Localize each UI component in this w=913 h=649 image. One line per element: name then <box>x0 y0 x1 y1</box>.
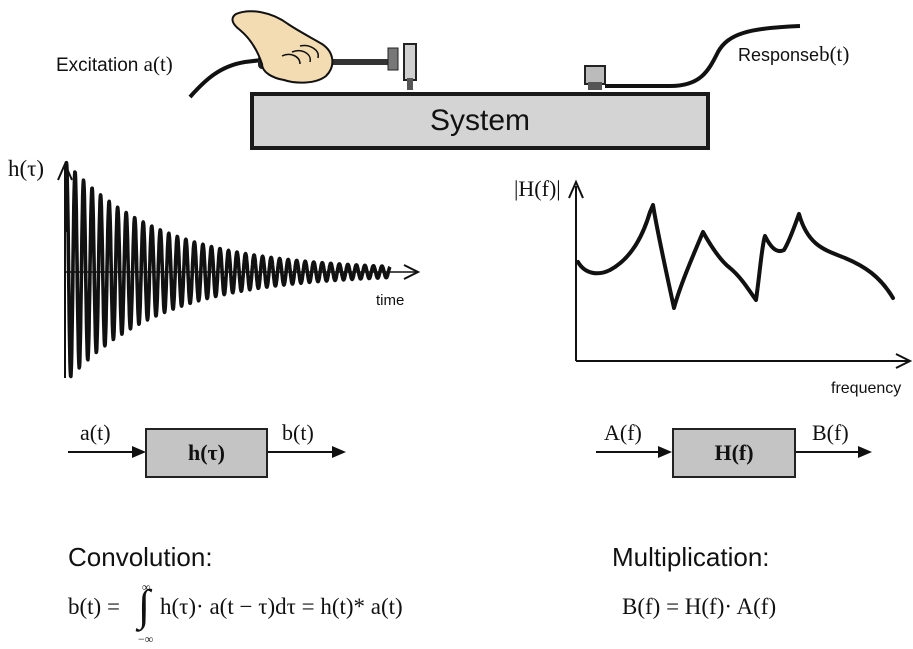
time-block: h(τ) <box>145 428 268 478</box>
multiplication-heading: Multiplication: <box>612 542 770 572</box>
freq-y-label: |H(f)| <box>514 176 561 201</box>
convolution-lhs: b(t) = <box>68 594 120 619</box>
hammer-head <box>387 47 399 71</box>
freq-block-label: H(f) <box>714 440 754 465</box>
magnitude-curve <box>576 203 895 310</box>
time-block-output: b(t) <box>282 420 314 445</box>
excitation-cable <box>188 58 263 99</box>
integral-upper-limit: ∞ <box>142 580 151 594</box>
response-label: Responseb(t) <box>738 42 850 66</box>
convolution-heading: Convolution: <box>68 542 213 572</box>
time-y-label: h(τ) <box>8 156 45 181</box>
time-x-label: time <box>376 292 405 309</box>
freq-block: H(f) <box>672 428 796 478</box>
impulse-response-curve <box>64 160 392 379</box>
excitation-label: Excitation a(t) <box>56 52 173 76</box>
freq-block-input: A(f) <box>604 420 642 445</box>
integral-sign: ∫ <box>138 581 151 630</box>
hand-icon <box>231 10 334 84</box>
time-block-input: a(t) <box>80 420 111 445</box>
integral-lower-limit: −∞ <box>138 632 154 646</box>
time-x-axis-arrow <box>403 264 421 280</box>
system-label: System <box>429 104 531 137</box>
freq-x-axis-arrow <box>895 353 913 369</box>
system-box: System <box>250 92 710 150</box>
freq-y-axis-arrow <box>568 179 584 199</box>
response-cable <box>605 24 801 88</box>
convolution-integrand: h(τ)· a(t − τ)dτ = h(t)* a(t) <box>160 594 403 619</box>
time-block-label: h(τ) <box>187 440 226 465</box>
freq-x-label: frequency <box>831 380 902 397</box>
freq-block-output: B(f) <box>812 420 849 445</box>
multiplication-equation: B(f) = H(f)· A(f) <box>622 594 777 619</box>
